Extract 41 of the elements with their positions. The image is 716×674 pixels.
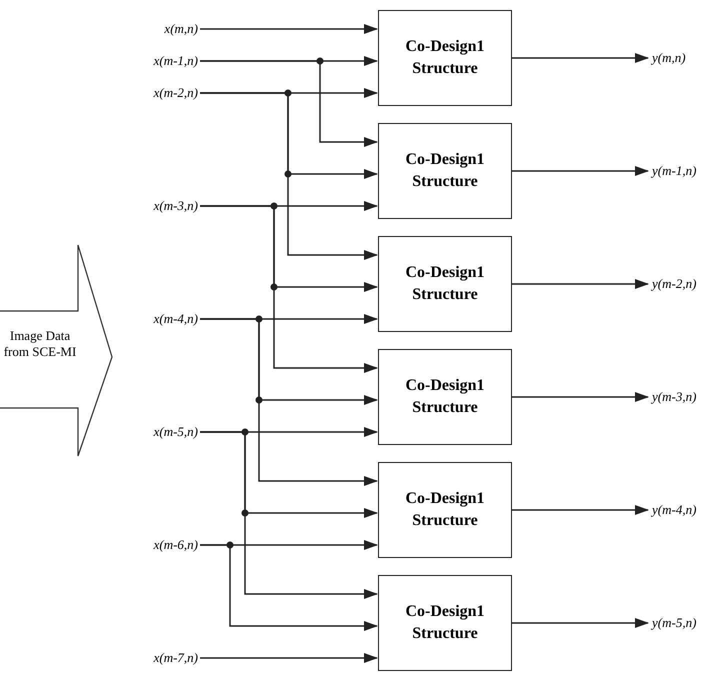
signal-label: y(m-5,n) [652,614,696,632]
signal-label: x(m-2,n) [120,84,198,102]
signal-label: x(m-7,n) [120,649,198,667]
process-box [378,575,512,671]
arrow [200,24,378,34]
arrow-label: Image Data from SCE-MI [2,328,78,360]
signal-label: x(m-4,n) [120,310,198,328]
arrow [200,92,378,260]
process-box [378,10,512,106]
arrow [512,505,649,515]
signal-label: y(m-4,n) [652,501,696,519]
signal-label: y(m-1,n) [652,162,696,180]
arrow [512,392,649,402]
signal-label: y(m,n) [652,49,686,67]
signal-label: x(m-1,n) [120,52,198,70]
arrow [512,166,649,176]
process-box [378,236,512,332]
process-box [378,123,512,219]
arrow [512,279,649,289]
signal-label: x(m-3,n) [120,197,198,215]
arrow [512,53,649,63]
box-label: Co-Design1 Structure [404,263,486,305]
process-box [378,462,512,558]
box-label: Co-Design1 Structure [404,376,486,418]
arrow [200,544,378,631]
arrow [200,318,378,486]
signal-label: x(m,n) [120,20,198,38]
signal-label: x(m-5,n) [120,423,198,441]
box-label: Co-Design1 Structure [404,150,486,192]
process-box [378,349,512,445]
arrow [200,653,378,663]
arrow [512,618,649,628]
box-label: Co-Design1 Structure [404,489,486,531]
signal-label: x(m-6,n) [120,536,198,554]
box-label: Co-Design1 Structure [404,37,486,79]
signal-label: y(m-3,n) [652,388,696,406]
box-label: Co-Design1 Structure [404,602,486,644]
arrow [200,205,378,373]
arrow [200,431,378,599]
arrow [200,60,378,147]
signal-label: y(m-2,n) [652,275,696,293]
